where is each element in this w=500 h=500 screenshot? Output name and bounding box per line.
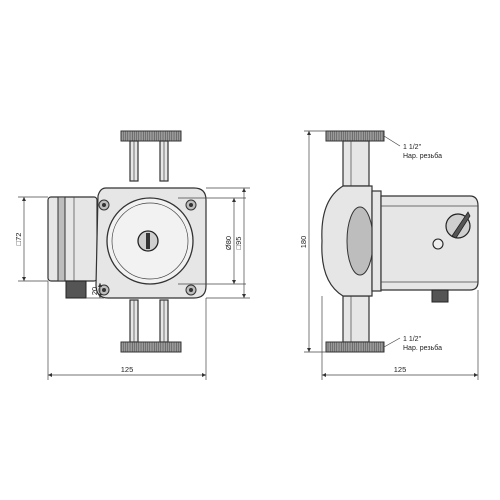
front-terminal-box [47, 196, 98, 282]
front-view: □72 20 Ø80 □95 125 [14, 130, 250, 380]
front-cable-gland [65, 280, 87, 299]
dim-front-square: □95 [234, 237, 243, 250]
top-thread-size: 1 1/2" [403, 144, 422, 151]
side-bottom-thread [325, 341, 385, 353]
side-pipe-upper [342, 140, 370, 187]
speed-selector-knob-icon [445, 211, 471, 239]
side-top-thread [325, 130, 385, 142]
side-view: 180 125 1 1/2" Нар. резьба 1 1/2" Нар. р… [299, 130, 479, 380]
side-flange [371, 190, 382, 292]
side-cable-gland [431, 289, 449, 303]
dim-side-width: 125 [394, 365, 407, 374]
dim-front-width: 125 [121, 365, 134, 374]
side-pipe-lower [342, 295, 370, 343]
front-bottom-thread [120, 341, 182, 353]
side-motor-body [380, 195, 479, 291]
dim-front-diameter: Ø80 [224, 236, 233, 250]
top-thread-text: Нар. резьба [403, 152, 442, 160]
bottom-thread-size: 1 1/2" [403, 336, 422, 343]
front-top-thread [120, 130, 182, 142]
dim-front-20: 20 [90, 287, 99, 295]
dim-front-72: □72 [14, 233, 23, 246]
dim-side-height: 180 [299, 236, 308, 249]
indicator-light-icon [432, 238, 444, 250]
bottom-thread-text: Нар. резьба [403, 344, 442, 352]
